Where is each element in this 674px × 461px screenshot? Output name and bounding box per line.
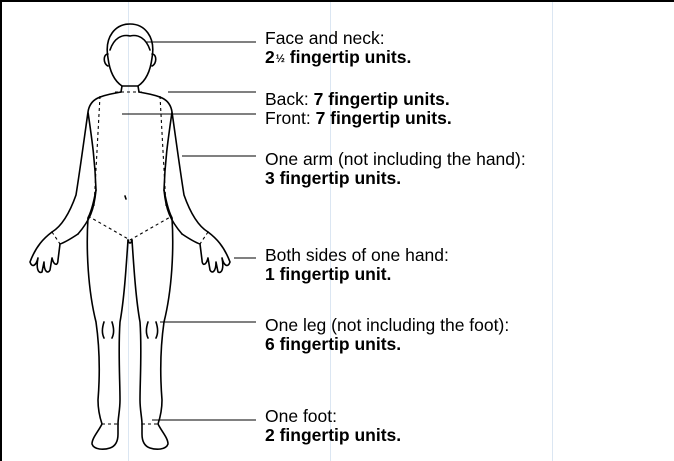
label-face-title: Face and neck: (265, 29, 411, 48)
hip-boundary-dashed (88, 216, 172, 240)
label-hand-title: Both sides of one hand: (265, 246, 449, 265)
label-front-title: Front: (265, 108, 316, 128)
right-foot-outline (142, 424, 168, 449)
label-leg: One leg (not including the foot): 6 fing… (265, 316, 509, 354)
label-back-title: Back: (265, 89, 314, 109)
right-leg-outline (132, 218, 173, 424)
head-outline (107, 24, 153, 86)
label-leg-title: One leg (not including the foot): (265, 316, 509, 335)
navel (125, 196, 126, 199)
label-arm-amount: 3 fingertip units. (265, 168, 401, 188)
right-hand-outline (182, 232, 230, 272)
label-hand: Both sides of one hand: 1 fingertip unit… (265, 246, 449, 284)
right-arm-outline (139, 92, 208, 234)
label-foot-amount: 2 fingertip units. (265, 425, 401, 445)
label-back-amount: 7 fingertip units. (314, 89, 450, 109)
label-arm-title: One arm (not including the hand): (265, 150, 526, 169)
label-front: Front: 7 fingertip units. (265, 109, 452, 128)
left-wrist-dashed (52, 232, 60, 244)
face-amount-whole: 2 (265, 47, 275, 67)
face-amount-fraction: ½ (276, 53, 285, 65)
label-back: Back: 7 fingertip units. (265, 90, 450, 109)
label-foot-title: One foot: (265, 407, 401, 426)
label-front-amount: 7 fingertip units. (316, 108, 452, 128)
torso-outline (88, 190, 172, 218)
right-arm-boundary-dashed (160, 96, 166, 206)
right-wrist-dashed (200, 232, 208, 244)
neck-outline (121, 86, 139, 92)
left-arm-boundary-dashed (94, 96, 100, 206)
label-leg-amount: 6 fingertip units. (265, 334, 401, 354)
label-arm: One arm (not including the hand): 3 fing… (265, 150, 526, 188)
label-foot: One foot: 2 fingertip units. (265, 407, 401, 445)
hair-outline (110, 36, 150, 50)
left-arm-outline (52, 92, 121, 234)
face-amount-units: fingertip units. (285, 47, 411, 67)
left-hand-outline (30, 232, 78, 272)
label-face-amount: 2½ fingertip units. (265, 48, 411, 69)
label-face-and-neck: Face and neck: 2½ fingertip units. (265, 29, 411, 69)
label-hand-amount: 1 fingertip unit. (265, 264, 391, 284)
left-leg-outline (87, 218, 128, 424)
knee-marks (103, 322, 158, 338)
left-foot-outline (92, 424, 118, 449)
